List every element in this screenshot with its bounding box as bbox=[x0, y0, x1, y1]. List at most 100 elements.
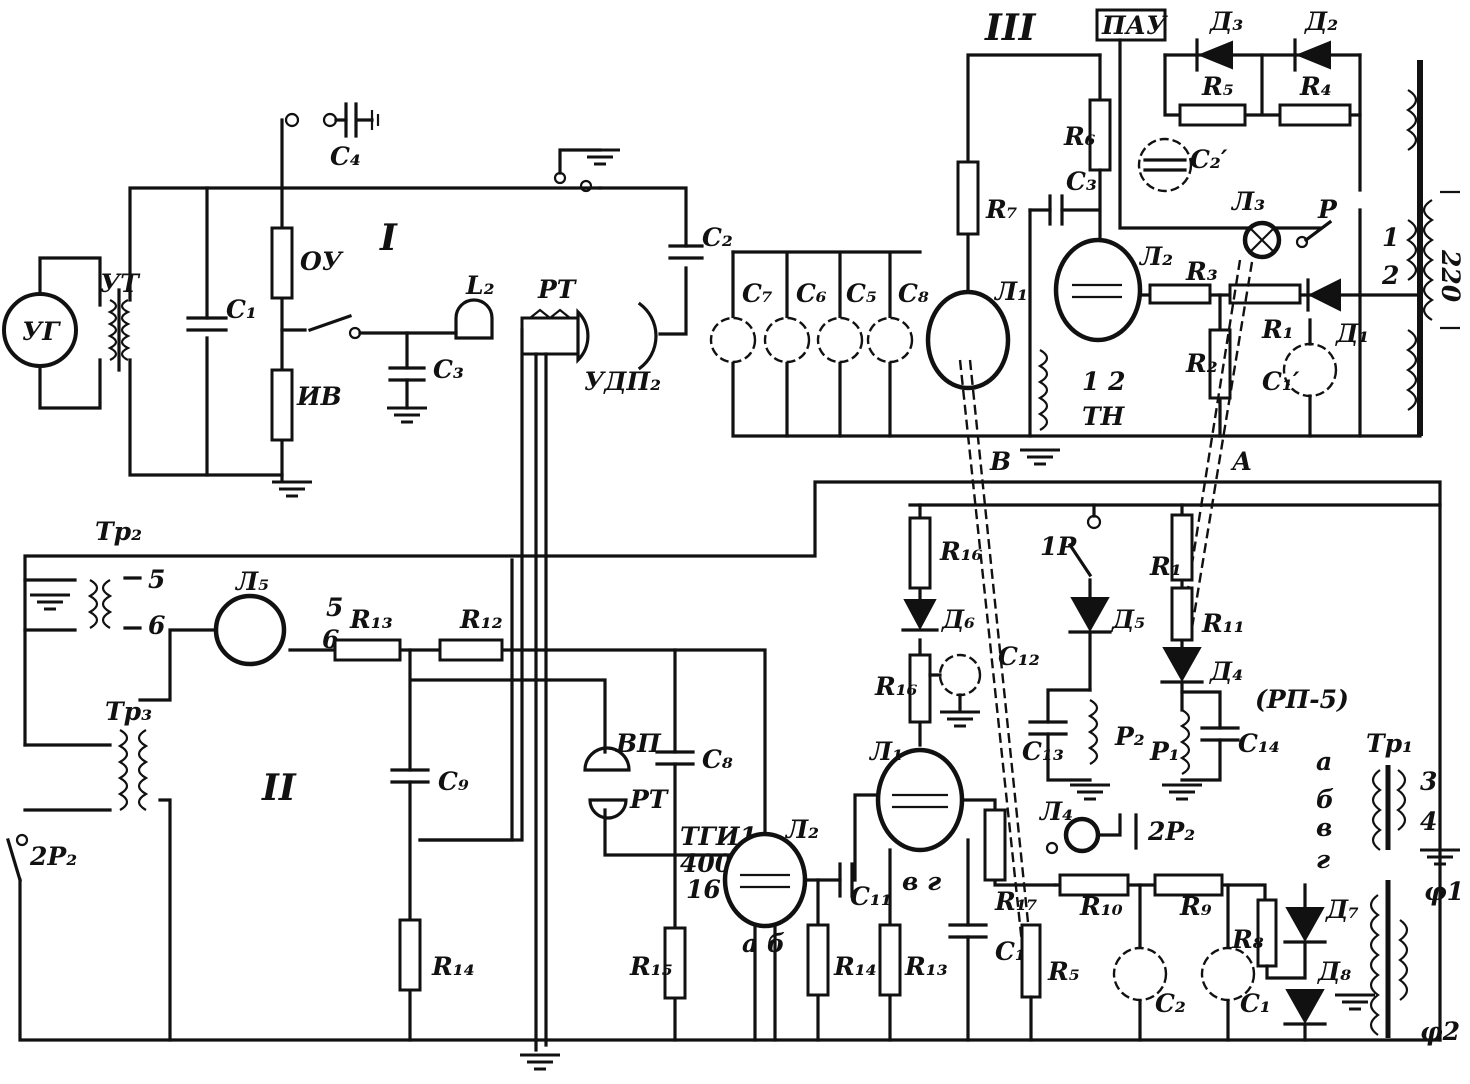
label-r8: R₈ bbox=[1231, 925, 1264, 954]
label-tg: г bbox=[1316, 845, 1330, 874]
label-tr2: Тр₂ bbox=[95, 517, 142, 546]
label-tv: в bbox=[1316, 813, 1332, 842]
label-l1-bot: Л₁ bbox=[868, 737, 903, 766]
label-tn-12: 1 2 bbox=[1082, 367, 1126, 396]
label-section-1: I bbox=[379, 217, 398, 259]
label-c7: C₇ bbox=[742, 279, 773, 308]
label-d4: Д₄ bbox=[1209, 657, 1243, 686]
label-pau: ПАУ bbox=[1101, 11, 1168, 40]
label-d5: Д₅ bbox=[1111, 605, 1145, 634]
section-two: Тр₂ 5 6 Л₅ 5 6 R₁₃ R₁₂ Тр₃ 2Р₂ II C₉ R₁₄ bbox=[6, 480, 1464, 1046]
capacitor-bank: C₇ C₆ C₅ C₈ bbox=[709, 250, 929, 438]
label-ut: УТ bbox=[100, 269, 141, 298]
section-one: УГ УТ C₁ ОУ ИВ C₄ I C₃ bbox=[2, 102, 733, 1071]
label-1p: 1Р bbox=[1040, 532, 1077, 561]
label-c11: C₁₁ bbox=[850, 882, 892, 911]
label-p1: P₁ bbox=[1149, 737, 1180, 766]
label-t4: 4 bbox=[1420, 807, 1437, 836]
label-2p2: 2Р₂ bbox=[1147, 817, 1195, 846]
label-r11: R₁₁ bbox=[1201, 609, 1245, 638]
label-r17: R₁₇ bbox=[994, 887, 1038, 916]
label-d1: Д₁ bbox=[1335, 319, 1369, 348]
label-r12: R₁₂ bbox=[459, 605, 503, 634]
label-c8-bot: C₈ bbox=[702, 745, 733, 774]
label-r5-top: R₅ bbox=[1201, 72, 1234, 101]
label-r7: R₇ bbox=[985, 195, 1018, 224]
label-a: А bbox=[1230, 447, 1252, 476]
label-t3: 3 bbox=[1420, 767, 1437, 796]
label-r3: R₃ bbox=[1185, 257, 1218, 286]
label-c12: C₁₂ bbox=[998, 642, 1040, 671]
label-r1-top: R₁ bbox=[1261, 315, 1294, 344]
label-section-2: II bbox=[261, 767, 297, 809]
label-c1p: C₁′ bbox=[1262, 367, 1300, 396]
label-b: В bbox=[989, 447, 1011, 476]
label-2p2-left: 2Р₂ bbox=[29, 842, 77, 871]
label-c1: C₁ bbox=[226, 295, 257, 324]
label-sw1: 1 bbox=[1382, 223, 1399, 252]
label-c14: C₁₄ bbox=[1238, 729, 1280, 758]
label-d3: Д₃ bbox=[1209, 7, 1243, 36]
label-d8: Д₈ bbox=[1317, 957, 1351, 986]
label-t5b: 5 bbox=[326, 593, 343, 622]
label-vp: ВП bbox=[615, 729, 662, 758]
label-l2: L₂ bbox=[465, 271, 495, 300]
label-d6: Д₆ bbox=[941, 605, 975, 634]
label-ab: а б bbox=[742, 929, 785, 958]
label-pt-bot: РТ bbox=[629, 785, 670, 814]
label-r5: R₅ bbox=[1047, 957, 1080, 986]
label-tgi3: 16 bbox=[686, 875, 721, 904]
label-d7: Д₇ bbox=[1325, 895, 1359, 924]
label-section-3: III bbox=[984, 7, 1037, 49]
label-phi2: φ2 bbox=[1420, 1017, 1460, 1046]
label-r1: R₁ bbox=[1149, 552, 1182, 581]
label-ug: УГ bbox=[22, 317, 61, 346]
label-r13: R₁₃ bbox=[349, 605, 393, 634]
label-c2b: C₂ bbox=[1155, 989, 1186, 1018]
label-l3: Л₃ bbox=[1230, 187, 1265, 216]
label-c6: C₆ bbox=[796, 279, 827, 308]
section-three: C₇ C₆ C₅ C₈ Л₁ R₇ III ПАУ Д₃ Д₂ R₅ R₄ C₂… bbox=[709, 7, 1465, 1001]
label-r9: R₉ bbox=[1179, 892, 1212, 921]
label-l2-top: Л₂ bbox=[1138, 242, 1173, 271]
label-c2: C₂ bbox=[702, 223, 733, 252]
label-c13: C₁₃ bbox=[1022, 737, 1064, 766]
label-220: 220 bbox=[1436, 249, 1465, 303]
label-c8: C₈ bbox=[898, 279, 929, 308]
label-c5: C₅ bbox=[846, 279, 877, 308]
label-l5: Л₅ bbox=[234, 567, 269, 596]
label-c3-top: C₃ bbox=[1066, 167, 1097, 196]
label-l4: Л₄ bbox=[1038, 797, 1073, 826]
label-tb: б bbox=[1316, 785, 1334, 814]
label-r6: R₆ bbox=[1063, 122, 1096, 151]
label-t6a: 6 bbox=[148, 611, 165, 640]
label-c3: C₃ bbox=[433, 355, 464, 384]
label-c2p: C₂′ bbox=[1190, 145, 1228, 174]
label-r15: R₁₅ bbox=[629, 952, 673, 981]
label-p2: P₂ bbox=[1114, 722, 1145, 751]
label-r4: R₄ bbox=[1299, 72, 1332, 101]
label-phi1: φ1 bbox=[1424, 877, 1464, 906]
label-r14-left: R₁₄ bbox=[431, 952, 475, 981]
label-c1b: C₁ bbox=[1240, 989, 1271, 1018]
label-iv: ИВ bbox=[296, 382, 342, 411]
label-rp5: (РП-5) bbox=[1255, 685, 1349, 714]
label-l2-bot: Л₂ bbox=[784, 815, 819, 844]
label-sw2: 2 bbox=[1381, 261, 1399, 290]
label-ta: а bbox=[1316, 747, 1332, 776]
label-l1-top: Л₁ bbox=[993, 277, 1028, 306]
label-t5a: 5 bbox=[148, 565, 165, 594]
label-c4: C₄ bbox=[330, 142, 361, 171]
label-ou: ОУ bbox=[300, 247, 344, 276]
label-p: Р bbox=[1317, 195, 1338, 224]
label-tr3: Тр₃ bbox=[105, 697, 152, 726]
label-tr1: Тр₁ bbox=[1366, 729, 1413, 758]
label-r10: R₁₀ bbox=[1079, 892, 1123, 921]
label-r14: R₁₄ bbox=[833, 952, 877, 981]
label-tn: ТН bbox=[1082, 402, 1126, 431]
label-udp2: УДП₂ bbox=[584, 367, 661, 396]
label-d2: Д₂ bbox=[1304, 7, 1338, 36]
label-pt-top: РТ bbox=[537, 275, 578, 304]
label-vg: в г bbox=[902, 867, 941, 896]
